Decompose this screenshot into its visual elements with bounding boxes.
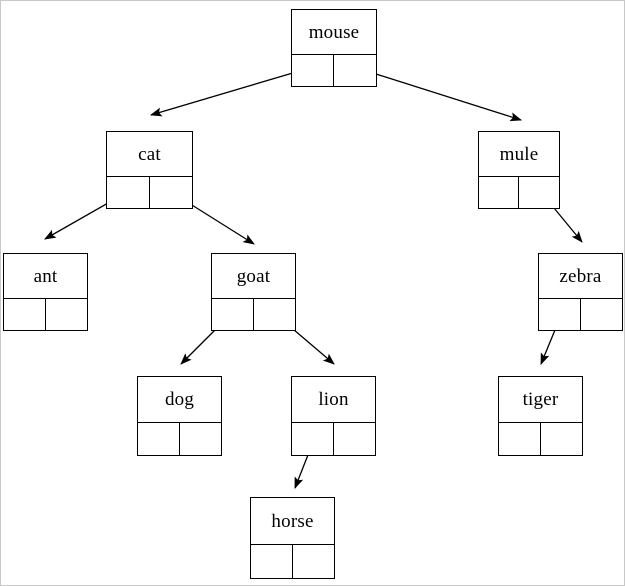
left-pointer-cell-lion[interactable] bbox=[292, 423, 334, 455]
left-pointer-cell-ant[interactable] bbox=[4, 299, 46, 330]
node-label-goat: goat bbox=[212, 254, 295, 298]
node-label-cat: cat bbox=[107, 132, 192, 176]
right-pointer-cell-horse[interactable] bbox=[292, 545, 334, 578]
right-pointer-cell-lion[interactable] bbox=[333, 423, 375, 455]
right-pointer-cell-mule[interactable] bbox=[519, 177, 559, 208]
node-pointer-cells-mule bbox=[479, 176, 559, 208]
node-label-tiger: tiger bbox=[499, 377, 582, 422]
node-ant[interactable]: ant bbox=[3, 253, 88, 331]
node-label-horse: horse bbox=[251, 498, 334, 544]
left-pointer-cell-horse[interactable] bbox=[251, 545, 293, 578]
right-pointer-cell-cat[interactable] bbox=[149, 177, 192, 208]
node-mouse[interactable]: mouse bbox=[291, 9, 377, 87]
node-label-zebra: zebra bbox=[539, 254, 622, 298]
right-pointer-cell-goat[interactable] bbox=[253, 299, 295, 330]
right-pointer-cell-dog[interactable] bbox=[179, 423, 221, 455]
right-pointer-cell-mouse[interactable] bbox=[334, 55, 376, 86]
node-label-ant: ant bbox=[4, 254, 87, 298]
node-label-lion: lion bbox=[292, 377, 375, 422]
node-cat[interactable]: cat bbox=[106, 131, 193, 209]
left-pointer-cell-dog[interactable] bbox=[138, 423, 180, 455]
node-goat[interactable]: goat bbox=[211, 253, 296, 331]
left-pointer-cell-mouse[interactable] bbox=[292, 55, 334, 86]
node-mule[interactable]: mule bbox=[478, 131, 560, 209]
node-lion[interactable]: lion bbox=[291, 376, 376, 456]
node-pointer-cells-mouse bbox=[292, 54, 376, 86]
node-pointer-cells-zebra bbox=[539, 298, 622, 330]
node-pointer-cells-tiger bbox=[499, 422, 582, 455]
node-dog[interactable]: dog bbox=[137, 376, 222, 456]
node-pointer-cells-goat bbox=[212, 298, 295, 330]
node-zebra[interactable]: zebra bbox=[538, 253, 623, 331]
node-label-mouse: mouse bbox=[292, 10, 376, 54]
left-pointer-cell-zebra[interactable] bbox=[539, 299, 581, 330]
right-pointer-cell-zebra[interactable] bbox=[580, 299, 622, 330]
node-pointer-cells-horse bbox=[251, 544, 334, 578]
node-pointer-cells-dog bbox=[138, 422, 221, 455]
node-pointer-cells-lion bbox=[292, 422, 375, 455]
node-label-dog: dog bbox=[138, 377, 221, 422]
left-pointer-cell-goat[interactable] bbox=[212, 299, 254, 330]
left-pointer-cell-mule[interactable] bbox=[479, 177, 519, 208]
node-label-mule: mule bbox=[479, 132, 559, 176]
right-pointer-cell-ant[interactable] bbox=[45, 299, 87, 330]
right-pointer-cell-tiger[interactable] bbox=[540, 423, 582, 455]
left-pointer-cell-tiger[interactable] bbox=[499, 423, 541, 455]
edge-mouse-right-to-mule bbox=[356, 67, 522, 122]
left-pointer-cell-cat[interactable] bbox=[107, 177, 150, 208]
node-tiger[interactable]: tiger bbox=[498, 376, 583, 456]
node-pointer-cells-ant bbox=[4, 298, 87, 330]
node-pointer-cells-cat bbox=[107, 176, 192, 208]
node-horse[interactable]: horse bbox=[250, 497, 335, 579]
edge-mouse-left-to-cat bbox=[150, 66, 314, 117]
